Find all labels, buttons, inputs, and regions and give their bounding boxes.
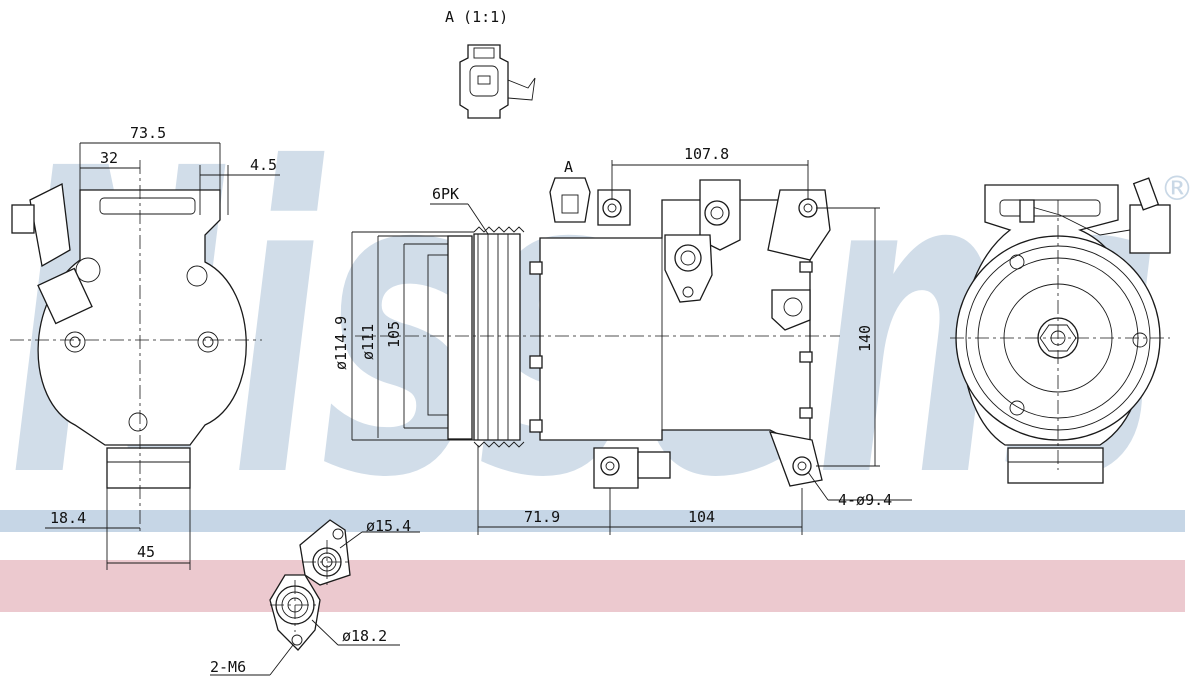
right-end-view [950,177,1171,484]
dim-base-width: 45 [137,543,155,561]
dim-offset-top: 32 [100,149,118,167]
pink-band [0,560,1185,612]
left-view-dimensions [45,142,280,570]
registered-mark: ® [1160,169,1194,209]
detail-label: A (1:1) [445,8,508,26]
callout-mount-holes: 4-ø9.4 [838,491,892,509]
dim-offset-bottom: 18.4 [50,509,86,527]
dim-height: 140 [856,325,874,352]
connector-detail [459,44,536,119]
dim-pulley-dia: ø114.9 [332,316,350,370]
view-marker-a: A [564,158,573,176]
dim-clutch-dia: ø111 [359,324,377,360]
dim-width-total: 73.5 [130,124,166,142]
side-view-dimensions [351,160,912,535]
side-view [355,177,840,489]
callout-port-large: ø18.2 [342,627,387,645]
port-detail [210,519,420,676]
dim-mount-spacing: 104 [688,508,715,526]
dim-body-length: 107.8 [684,145,729,163]
callout-port-small: ø15.4 [366,517,411,535]
left-end-view [10,160,262,535]
dim-pulley-to-mount: 71.9 [524,508,560,526]
dim-inner: 105 [385,321,403,348]
callout-threads: 2-M6 [210,658,246,676]
callout-belt: 6PK [432,185,459,203]
dim-tab: 4.5 [250,156,277,174]
blue-band [0,510,1185,532]
